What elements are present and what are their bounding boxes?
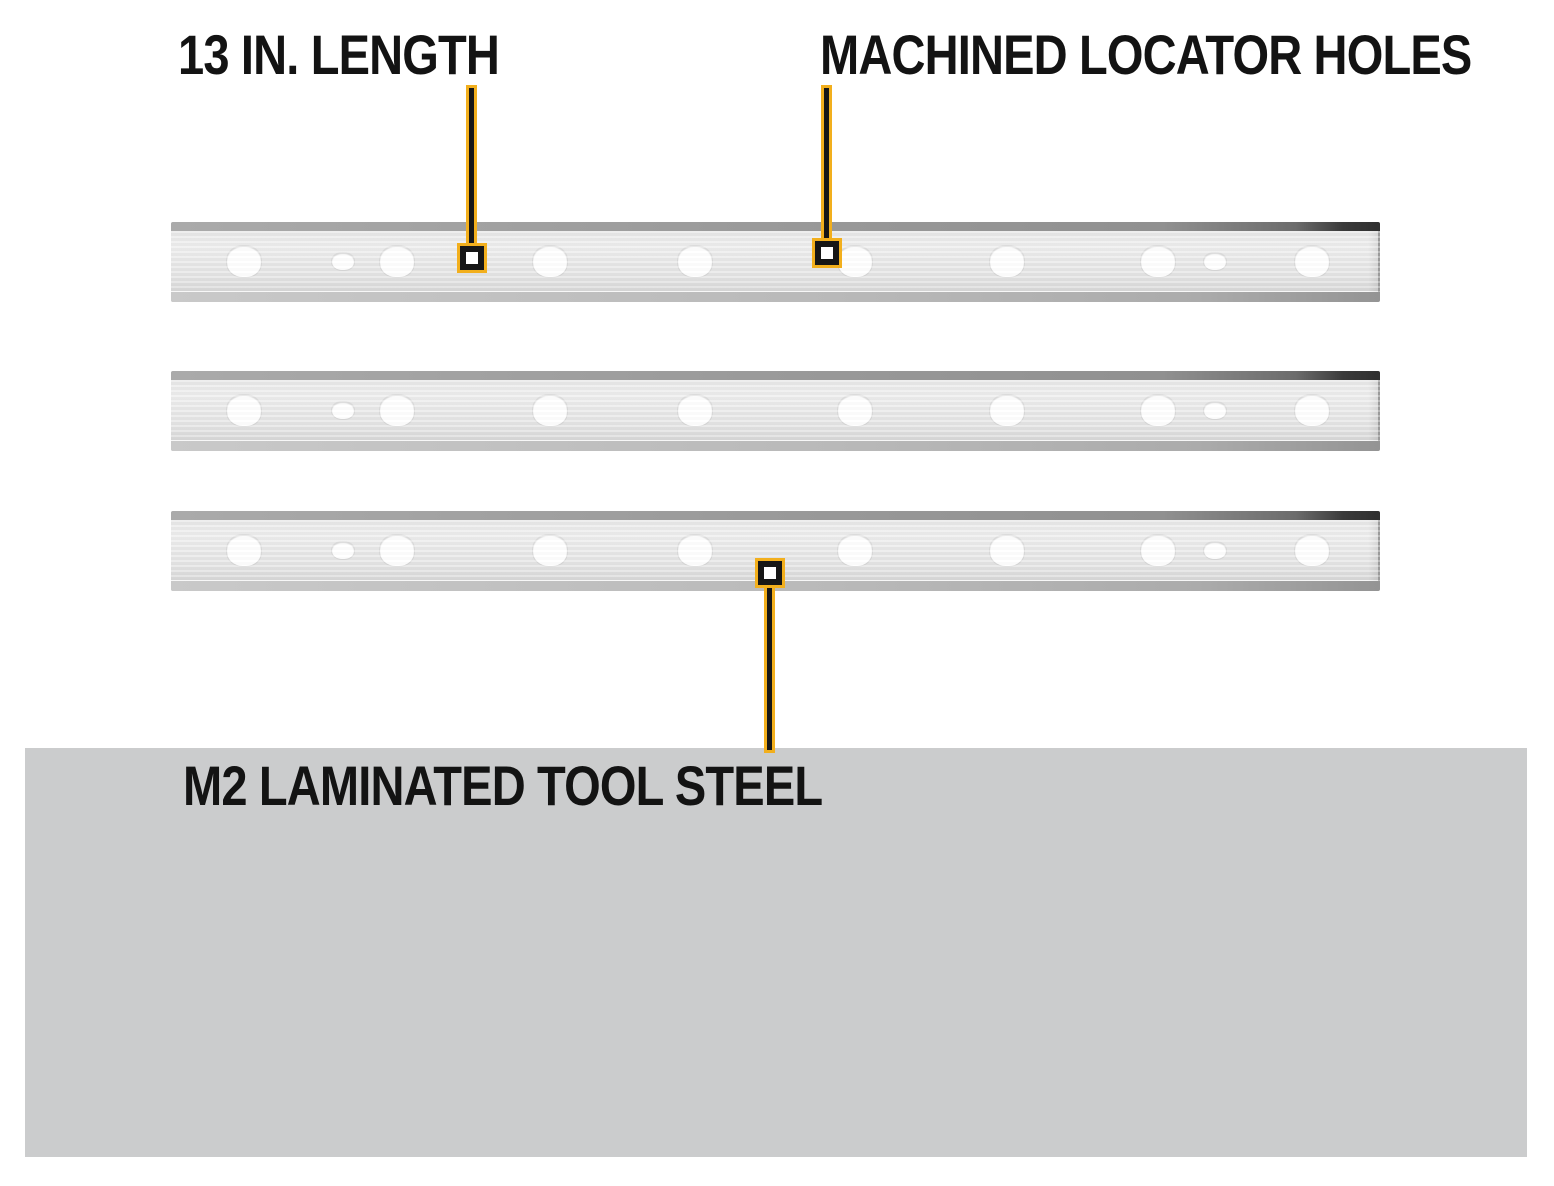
locator-hole <box>227 535 261 566</box>
locator-hole <box>332 253 354 270</box>
locator-hole <box>1141 246 1175 277</box>
locator-hole <box>678 246 712 277</box>
locator-hole <box>380 535 414 566</box>
callout-marker-material <box>755 558 785 588</box>
locator-hole <box>380 246 414 277</box>
planer-blade-2 <box>171 371 1380 451</box>
callout-label-material: M2 LAMINATED TOOL STEEL <box>183 754 823 817</box>
locator-hole <box>1204 402 1226 419</box>
locator-hole <box>332 542 354 559</box>
locator-hole <box>838 535 872 566</box>
callout-marker-locator-holes <box>812 238 842 268</box>
locator-hole <box>678 395 712 426</box>
locator-hole <box>678 535 712 566</box>
locator-hole <box>1295 395 1329 426</box>
locator-hole <box>990 246 1024 277</box>
locator-hole <box>1295 246 1329 277</box>
locator-hole <box>227 395 261 426</box>
blade-cutting-edge <box>171 511 1380 520</box>
locator-hole <box>838 246 872 277</box>
locator-hole <box>332 402 354 419</box>
locator-hole <box>1141 535 1175 566</box>
planer-blade-1 <box>171 222 1380 302</box>
locator-hole <box>533 246 567 277</box>
locator-hole <box>533 535 567 566</box>
blade-bottom-bevel <box>171 291 1380 302</box>
locator-hole <box>380 395 414 426</box>
locator-hole <box>1295 535 1329 566</box>
locator-hole <box>990 395 1024 426</box>
background-panel <box>25 748 1527 1157</box>
callout-line-locator-holes <box>821 85 832 241</box>
callout-line-material <box>764 585 775 753</box>
locator-hole <box>533 395 567 426</box>
callout-label-length: 13 IN. LENGTH <box>178 23 500 86</box>
callout-marker-length <box>457 243 487 273</box>
locator-hole <box>990 535 1024 566</box>
callout-line-length <box>466 85 477 246</box>
callout-label-locator-holes: MACHINED LOCATOR HOLES <box>820 23 1472 86</box>
locator-hole <box>227 246 261 277</box>
locator-hole <box>838 395 872 426</box>
locator-hole <box>1141 395 1175 426</box>
blade-end-face <box>1368 231 1380 292</box>
blade-bottom-bevel <box>171 440 1380 451</box>
blade-cutting-edge <box>171 371 1380 380</box>
blade-end-face <box>1368 520 1380 581</box>
blade-end-face <box>1368 380 1380 441</box>
planer-blade-3 <box>171 511 1380 591</box>
blade-cutting-edge <box>171 222 1380 231</box>
locator-hole <box>1204 542 1226 559</box>
locator-hole <box>1204 253 1226 270</box>
